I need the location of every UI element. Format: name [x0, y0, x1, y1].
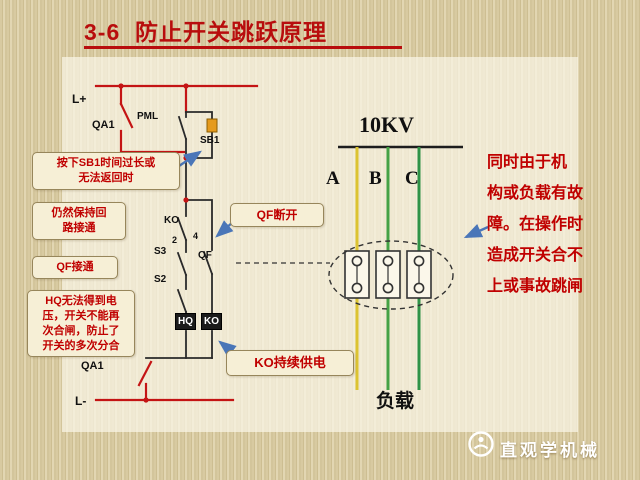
callout-qf-on: QF接通	[32, 256, 118, 279]
load-label: 负载	[376, 391, 415, 412]
callout-sb1-hold: 按下SB1时间过长或 无法返回时	[32, 152, 180, 190]
label-qa1-top: QA1	[92, 119, 115, 131]
label-s3: S3	[154, 246, 167, 257]
label-terminal-2: 2	[172, 235, 178, 245]
breaker-poles	[344, 250, 432, 299]
callout-hq-no-voltage: HQ无法得到电 压，开关不能再 次合闸，防止了 开关的多次分合	[27, 290, 135, 358]
title-underline	[84, 46, 402, 49]
label-pml: PML	[137, 111, 159, 122]
phase-a-label: A	[326, 168, 340, 189]
watermark-brand: 直观学机械	[500, 441, 600, 460]
slide-title: 3-6 防止开关跳跃原理	[84, 19, 328, 45]
label-l-plus: L+	[72, 92, 87, 106]
callout-keep-loop: 仍然保持回 路接通	[32, 202, 126, 240]
callout-ko-supply: KO持续供电	[226, 350, 354, 376]
label-ko-contact: KO	[164, 215, 179, 226]
phase-b-label: B	[369, 168, 382, 189]
label-s2: S2	[154, 274, 167, 285]
label-sb1: SB1	[200, 135, 220, 146]
sb1-button-actuator	[206, 118, 218, 133]
control-wiring	[145, 111, 214, 359]
ko-coil-box: KO	[201, 313, 222, 330]
label-qf: QF	[198, 250, 212, 261]
label-qa1-bottom: QA1	[81, 360, 104, 372]
label-10kv: 10KV	[359, 112, 414, 137]
fault-note: 同时由于机 构或负载有故 障。在操作时 造成开关合不 上或事故跳闸	[487, 154, 584, 295]
breaker-pole-b	[375, 250, 401, 299]
watermark-icon	[468, 431, 494, 457]
breaker-pole-a	[344, 250, 370, 299]
arrow-to-breaker	[463, 223, 489, 239]
label-l-minus: L-	[75, 394, 87, 408]
breaker-pole-c	[406, 250, 432, 299]
label-terminal-4: 4	[193, 231, 199, 241]
fault-area-outline	[328, 240, 454, 310]
phase-c-label: C	[405, 168, 419, 189]
hq-coil-box: HQ	[175, 313, 196, 330]
callout-qf-off: QF断开	[230, 203, 324, 228]
